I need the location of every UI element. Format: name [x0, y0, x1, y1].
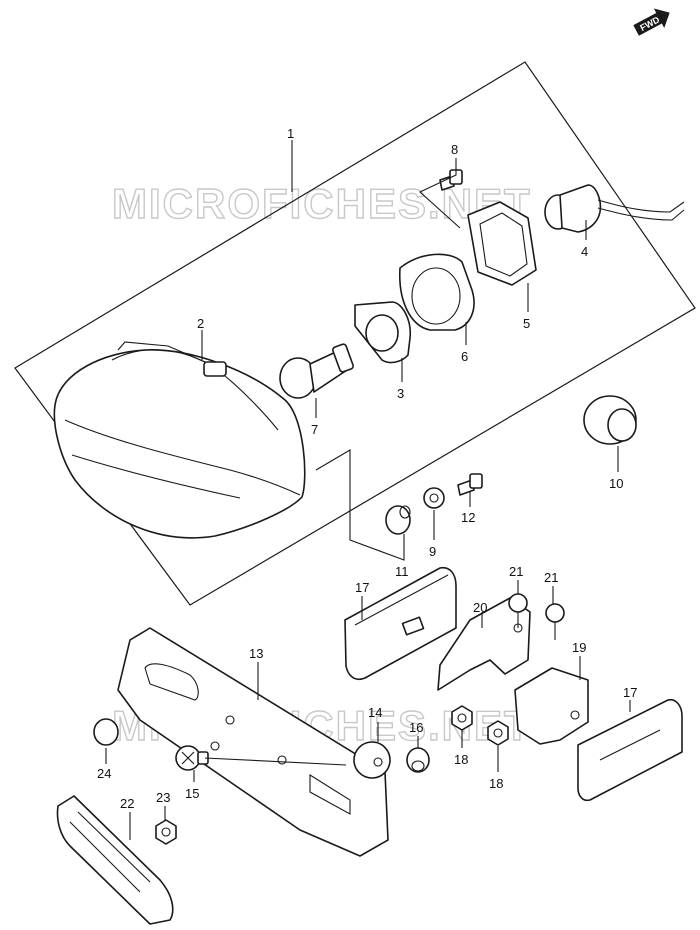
callout-21a: 21 — [509, 564, 523, 579]
bolt — [457, 473, 483, 496]
callout-10: 10 — [609, 476, 623, 491]
nut-18-left — [451, 705, 473, 731]
callout-12: 12 — [461, 510, 475, 525]
socket-with-wire — [544, 184, 685, 233]
watermark-top: MICROFICHES.NET — [112, 180, 532, 227]
washer — [423, 487, 445, 509]
callout-21b: 21 — [544, 570, 558, 585]
callout-17b: 17 — [623, 685, 637, 700]
leader-lines — [105, 140, 631, 840]
callout-1: 1 — [287, 126, 294, 141]
reflector-right — [577, 698, 683, 802]
grommet — [583, 395, 637, 445]
callout-5: 5 — [523, 316, 530, 331]
spacer — [385, 505, 411, 535]
callout-22: 22 — [120, 796, 134, 811]
callout-23: 23 — [156, 790, 170, 805]
callout-16: 16 — [409, 720, 423, 735]
nut-18-right — [487, 720, 509, 746]
gasket — [467, 201, 537, 286]
callout-18b: 18 — [489, 776, 503, 791]
screw-21-right — [545, 603, 565, 640]
callout-9: 9 — [429, 544, 436, 559]
callout-14: 14 — [368, 705, 382, 720]
callout-2: 2 — [197, 316, 204, 331]
screw-small — [439, 169, 463, 191]
socket-plate — [354, 301, 412, 364]
callout-20: 20 — [473, 600, 487, 615]
bracket-right — [514, 667, 589, 745]
callout-24: 24 — [97, 766, 111, 781]
callout-7: 7 — [311, 422, 318, 437]
clip-nut — [406, 747, 430, 773]
tail-lamp-lens — [53, 341, 306, 539]
callouts: 1 2 3 4 5 6 7 8 9 10 11 12 13 14 15 16 1… — [97, 126, 637, 811]
callout-6: 6 — [461, 349, 468, 364]
cap — [353, 741, 391, 779]
callout-8: 8 — [451, 142, 458, 157]
reflector-upper — [344, 566, 457, 681]
callout-18a: 18 — [454, 752, 468, 767]
license-bracket — [117, 627, 389, 857]
callout-3: 3 — [397, 386, 404, 401]
callout-19: 19 — [572, 640, 586, 655]
bulb — [279, 343, 354, 399]
screw-21-left — [508, 593, 528, 628]
cap-24 — [93, 718, 119, 746]
callout-15: 15 — [185, 786, 199, 801]
retaining-ring — [399, 253, 475, 331]
callout-11: 11 — [395, 564, 409, 579]
license-lamp-lens — [56, 795, 174, 925]
nut-23 — [155, 819, 177, 845]
assembly-frame — [14, 61, 696, 606]
callout-13: 13 — [249, 646, 263, 661]
fwd-arrow-icon: FWD — [633, 8, 670, 36]
callout-17a: 17 — [355, 580, 369, 595]
callout-4: 4 — [581, 244, 588, 259]
